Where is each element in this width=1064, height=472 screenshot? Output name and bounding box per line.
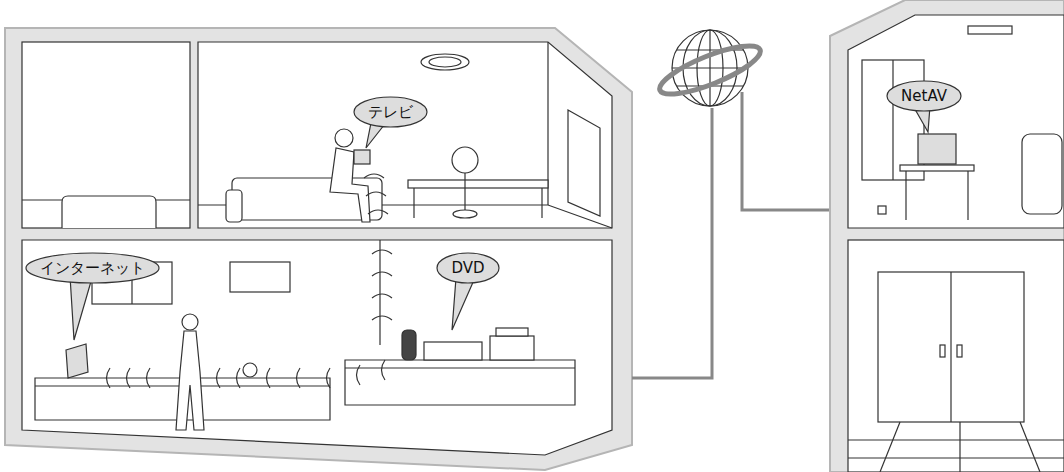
callout-bubble: NetAV xyxy=(886,80,962,112)
network-cable xyxy=(632,108,712,378)
head xyxy=(335,129,353,147)
callout-bubble: インターネット xyxy=(25,252,160,284)
network-cable xyxy=(632,92,830,378)
fan-base xyxy=(453,210,477,218)
armchair xyxy=(1022,134,1062,214)
fan-stand xyxy=(464,173,465,212)
table-leg xyxy=(541,188,542,218)
callout-bubble: テレビ xyxy=(353,96,428,128)
wireless-waves xyxy=(297,368,301,388)
callout-bubble: DVD xyxy=(436,252,500,284)
dvd-player xyxy=(424,342,482,360)
house-shell xyxy=(5,28,632,470)
side-counter xyxy=(345,360,575,405)
ceiling-light xyxy=(429,57,461,67)
sofa-arm xyxy=(226,190,242,222)
handle xyxy=(940,345,945,357)
callout-text: インターネット xyxy=(25,259,160,277)
callout-tail xyxy=(70,276,92,340)
counter-edge xyxy=(345,367,575,368)
callout-tail xyxy=(70,104,930,340)
wireless-waves xyxy=(368,210,388,214)
callout-text: テレビ xyxy=(353,103,428,121)
netav-device xyxy=(918,134,956,164)
floor-tile xyxy=(1020,422,1040,472)
door xyxy=(568,110,600,216)
book xyxy=(354,150,370,164)
globe xyxy=(655,30,766,106)
wireless-waves xyxy=(267,368,271,388)
room xyxy=(22,240,612,455)
window xyxy=(862,60,924,180)
wireless-waves xyxy=(107,368,111,388)
callout-text: NetAV xyxy=(886,87,962,105)
left-house xyxy=(5,28,632,470)
wireless-waves xyxy=(372,294,392,298)
wireless-waves xyxy=(364,174,384,178)
floor-tile xyxy=(848,457,1064,458)
wireless-waves xyxy=(237,368,241,388)
wireless-waves xyxy=(372,272,392,276)
table xyxy=(900,165,974,171)
network-cable xyxy=(742,92,830,210)
shelf xyxy=(230,262,290,292)
printer xyxy=(490,336,534,360)
house-shell xyxy=(830,0,1064,472)
table xyxy=(408,180,548,188)
door xyxy=(878,272,1024,422)
router xyxy=(402,330,416,360)
laptop xyxy=(66,344,88,378)
plug xyxy=(878,206,886,214)
fan xyxy=(452,147,478,173)
handle xyxy=(957,345,962,357)
globe xyxy=(655,37,766,103)
floor-tile xyxy=(880,422,900,472)
bubble-ellipse xyxy=(26,253,159,283)
wireless-waves xyxy=(147,368,151,388)
room xyxy=(848,240,1064,472)
ceiling-light xyxy=(421,54,469,70)
wireless-waves xyxy=(382,360,386,380)
window-frame xyxy=(892,60,893,180)
body xyxy=(330,148,370,222)
ceiling-light xyxy=(968,26,1012,34)
wireless-waves xyxy=(372,250,392,254)
callout-text: DVD xyxy=(436,259,500,277)
head xyxy=(182,314,198,330)
door-split xyxy=(950,272,951,422)
wireless-waves xyxy=(357,365,361,385)
right-house xyxy=(830,0,1064,472)
table-leg xyxy=(967,171,968,220)
floor-tile xyxy=(959,422,960,472)
table-leg xyxy=(413,188,414,218)
callout-tail xyxy=(452,278,474,330)
bed xyxy=(62,196,156,228)
wireless-waves xyxy=(366,192,386,196)
table-leg xyxy=(905,171,906,220)
wireless-waves xyxy=(327,368,331,388)
body xyxy=(176,331,204,430)
room xyxy=(22,42,190,228)
bubble-ellipse xyxy=(354,97,427,127)
room xyxy=(848,15,1064,228)
wireless-waves xyxy=(217,368,221,388)
bubble-ellipse xyxy=(437,253,499,283)
wireless-waves xyxy=(372,316,392,320)
wireless-waves xyxy=(107,174,393,388)
bubble-ellipse xyxy=(887,81,961,111)
room xyxy=(198,42,612,228)
floor-tile xyxy=(848,439,1064,440)
printer-tray xyxy=(496,328,528,336)
wall-line xyxy=(379,240,380,345)
wireless-waves xyxy=(127,368,131,388)
kettle xyxy=(243,363,257,377)
